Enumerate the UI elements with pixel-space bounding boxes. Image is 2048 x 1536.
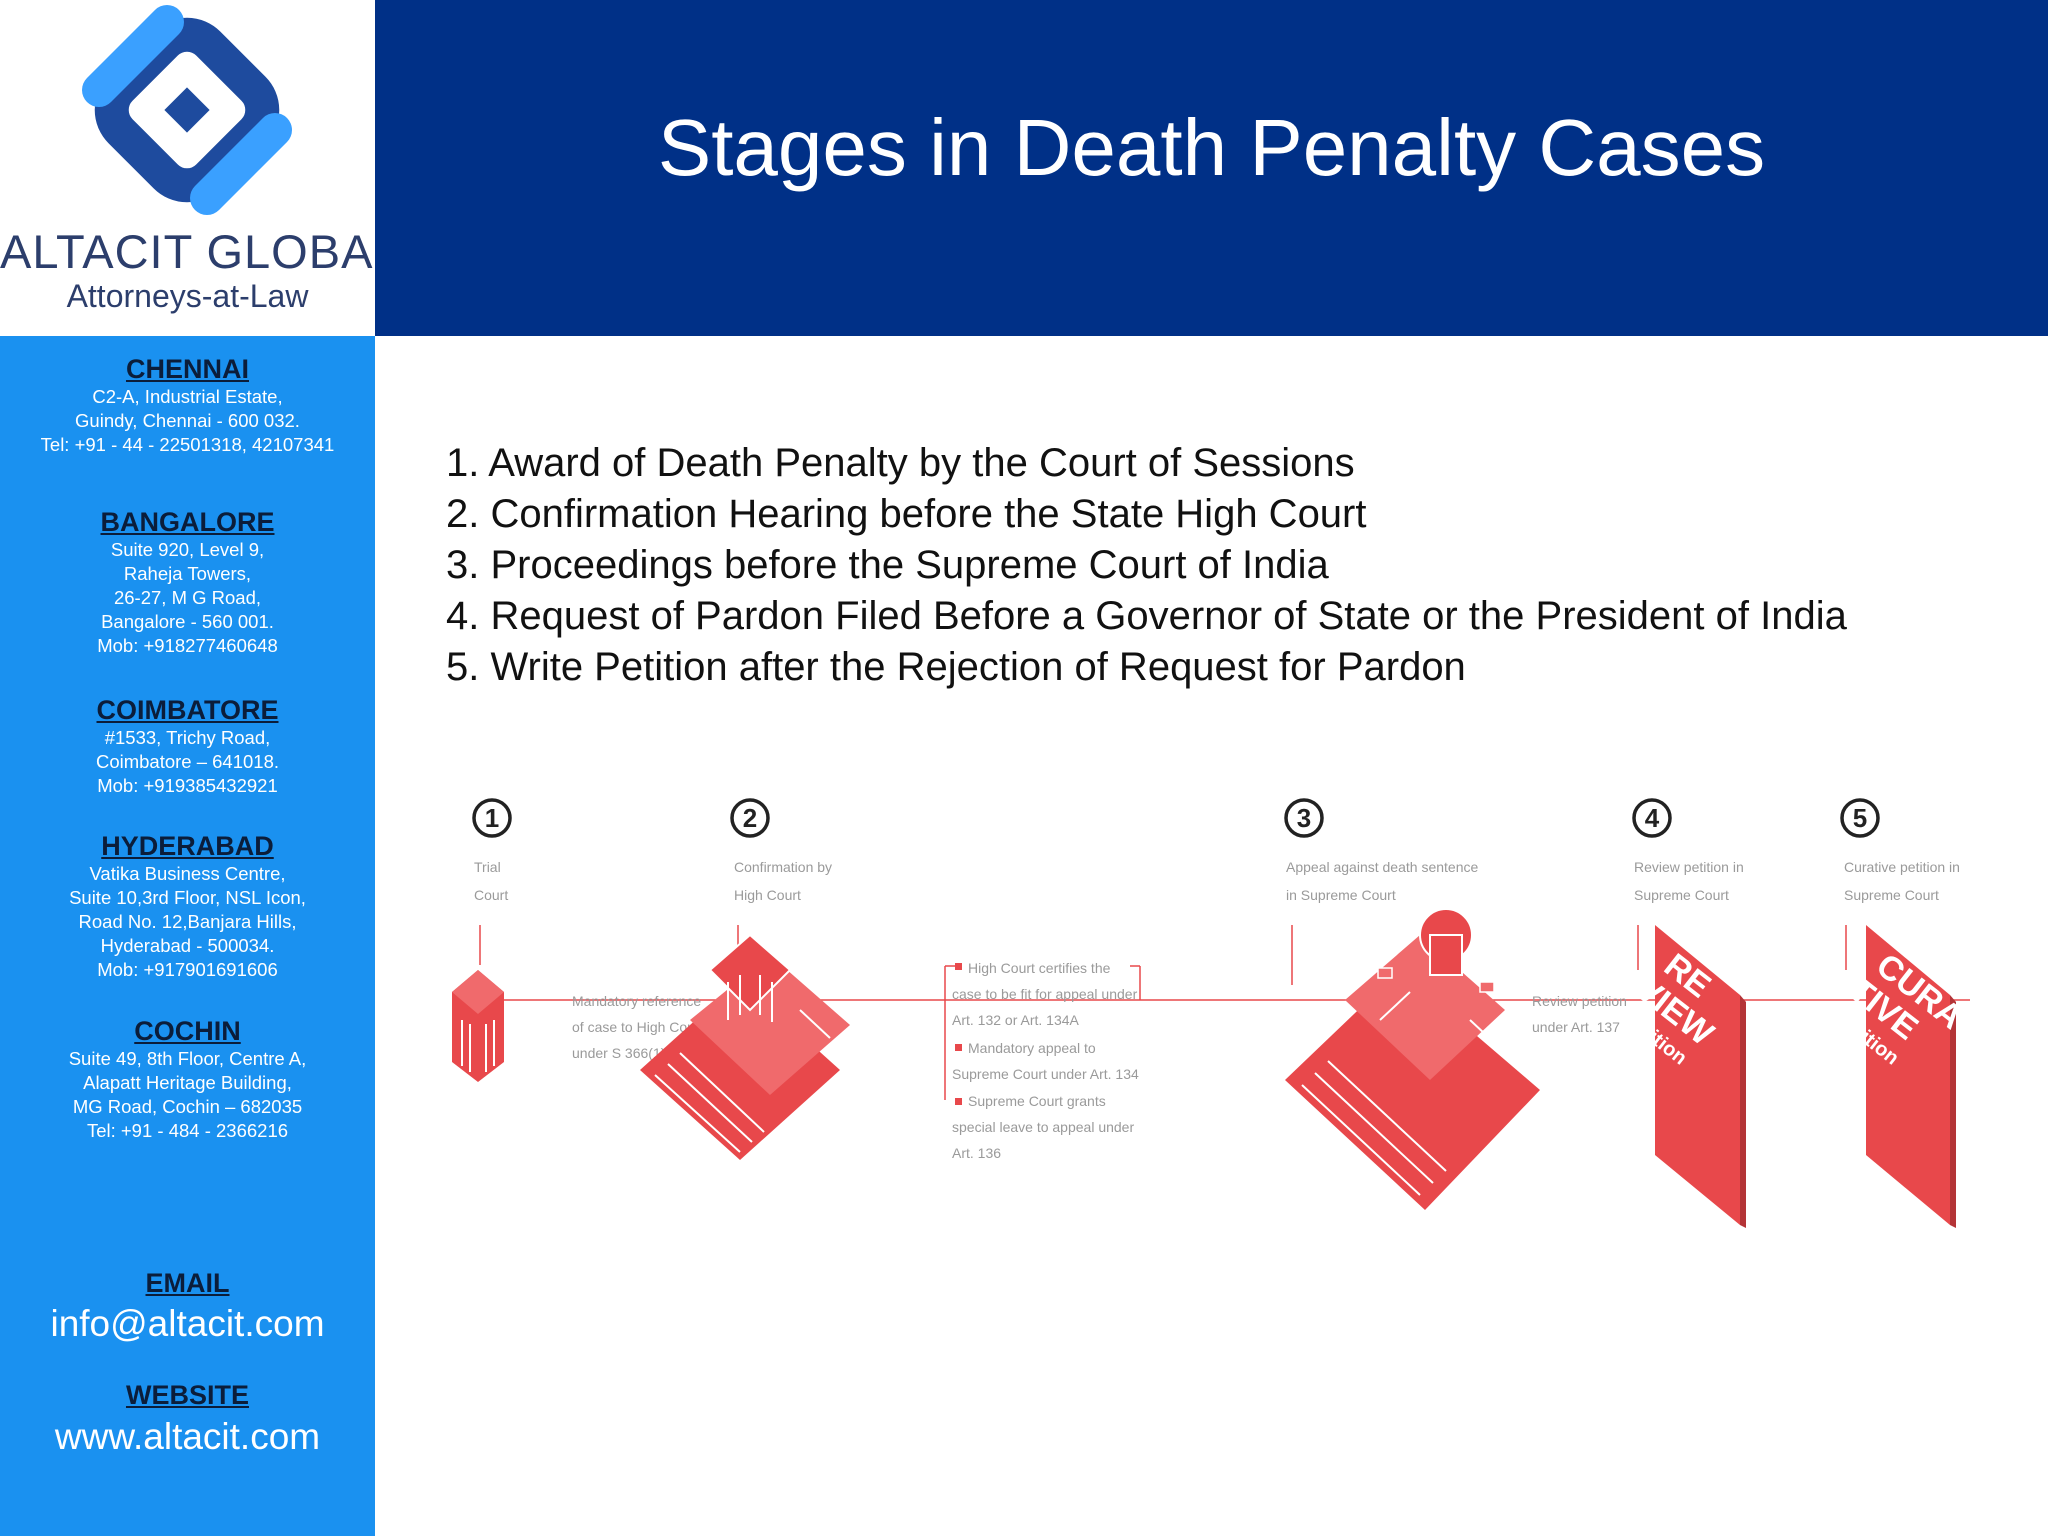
step-number: 5	[1853, 803, 1867, 833]
stages-diagram: 1 Trial Court 2 Confirmation by High Cou…	[452, 798, 1970, 1228]
header-banner: Stages in Death Penalty Cases	[375, 0, 2048, 336]
office-line: Suite 920, Level 9,	[110, 539, 265, 560]
office-name: BANGALORE	[100, 507, 275, 537]
office-line: Suite 10,3rd Floor, NSL Icon,	[69, 887, 306, 908]
note-text: Mandatory reference	[572, 993, 701, 1009]
office-name: COCHIN	[134, 1016, 241, 1046]
office-line: C2-A, Industrial Estate,	[92, 386, 283, 407]
step-marker-4: 4 Review petition in Supreme Court	[1632, 798, 1744, 970]
stage-item: 4. Request of Pardon Filed Before a Gove…	[446, 594, 1847, 638]
office-line: Mob: +917901691606	[97, 959, 278, 980]
office-line: Mob: +919385432921	[97, 775, 278, 796]
office-coimbatore: COIMBATORE #1533, Trichy Road, Coimbator…	[0, 694, 375, 798]
note-text: Art. 136	[952, 1145, 1001, 1161]
office-line: Vatika Business Centre,	[89, 863, 286, 884]
office-line: Hyderabad - 500034.	[100, 935, 275, 956]
step-label: Court	[474, 887, 508, 903]
brand-tagline: Attorneys-at-Law	[66, 278, 309, 314]
trial-court-building-icon	[452, 970, 504, 1082]
step-label: Confirmation by	[734, 859, 832, 875]
note-text: under Art. 137	[1532, 1019, 1620, 1035]
step-number: 3	[1297, 803, 1311, 833]
office-line: MG Road, Cochin – 682035	[72, 1096, 303, 1117]
note-text: case to be fit for appeal under	[952, 986, 1138, 1002]
step-number: 2	[743, 803, 757, 833]
step-marker-3: 3 Appeal against death sentence in Supre…	[1284, 798, 1478, 985]
step-label: High Court	[734, 887, 801, 903]
office-line: 26-27, M G Road,	[113, 587, 262, 608]
step-label: Appeal against death sentence	[1286, 859, 1478, 875]
stage-item: 2. Confirmation Hearing before the State…	[446, 492, 1367, 536]
step-label: Supreme Court	[1634, 887, 1729, 903]
website-link[interactable]: www.altacit.com	[54, 1416, 321, 1457]
office-bangalore: BANGALORE Suite 920, Level 9, Raheja Tow…	[0, 506, 375, 658]
office-hyderabad: HYDERABAD Vatika Business Centre, Suite …	[0, 830, 375, 982]
step-marker-1: 1 Trial Court	[472, 798, 512, 965]
email-label: EMAIL	[145, 1268, 230, 1298]
website-label: WEBSITE	[125, 1380, 249, 1410]
office-line: Suite 49, 8th Floor, Centre A,	[68, 1048, 307, 1069]
note-text: Art. 132 or Art. 134A	[952, 1012, 1080, 1028]
office-line: Raheja Towers,	[123, 563, 252, 584]
step-number: 1	[485, 803, 499, 833]
office-name: HYDERABAD	[101, 831, 274, 861]
note-text: High Court certifies the	[968, 960, 1111, 976]
office-line: Tel: +91 - 44 - 22501318, 42107341	[40, 434, 335, 455]
office-line: #1533, Trichy Road,	[104, 727, 271, 748]
logo-area: ALTACIT GLOBAL Attorneys-at-Law	[0, 0, 401, 336]
office-chennai: CHENNAI C2-A, Industrial Estate, Guindy,…	[0, 353, 375, 457]
note-text: special leave to appeal under	[952, 1119, 1134, 1135]
stage-item: 3. Proceedings before the Supreme Court …	[446, 543, 1329, 587]
high-court-building-icon	[640, 933, 850, 1160]
office-line: Mob: +918277460648	[97, 635, 278, 656]
step-label: Review petition in	[1634, 859, 1744, 875]
altacit-logo-icon	[82, 5, 292, 215]
step-label: Trial	[474, 859, 501, 875]
step-label: in Supreme Court	[1286, 887, 1396, 903]
note-text: Mandatory appeal to	[968, 1040, 1096, 1056]
step-label: Supreme Court	[1844, 887, 1939, 903]
note-text: Supreme Court under Art. 134	[952, 1066, 1139, 1082]
sidebar: ALTACIT GLOBAL Attorneys-at-Law CHENNAI …	[0, 0, 401, 1536]
review-petition-icon: RE VIEW Petition	[1620, 925, 1746, 1228]
office-line: Bangalore - 560 001.	[101, 611, 274, 632]
step-number: 4	[1645, 803, 1660, 833]
curative-petition-icon: CURA TIVE Petition	[1832, 925, 1970, 1228]
note-text: Supreme Court grants	[968, 1093, 1106, 1109]
office-cochin: COCHIN Suite 49, 8th Floor, Centre A, Al…	[0, 1015, 375, 1143]
page-title: Stages in Death Penalty Cases	[657, 103, 1766, 192]
office-name: COIMBATORE	[96, 695, 279, 725]
stage-item: 1. Award of Death Penalty by the Court o…	[446, 441, 1355, 485]
office-name: CHENNAI	[125, 354, 249, 384]
note-text: Review petition	[1532, 993, 1627, 1009]
office-line: Guindy, Chennai - 600 032.	[75, 410, 300, 431]
office-line: Road No. 12,Banjara Hills,	[78, 911, 297, 932]
step-marker-2: 2 Confirmation by High Court	[730, 798, 832, 970]
note-text: of case to High Court	[572, 1019, 704, 1035]
supreme-court-building-icon	[1285, 908, 1540, 1210]
office-line: Alapatt Heritage Building,	[83, 1072, 292, 1093]
email-link[interactable]: info@altacit.com	[50, 1303, 325, 1344]
stage-item: 5. Write Petition after the Rejection of…	[446, 645, 1466, 689]
step-label: Curative petition in	[1844, 859, 1960, 875]
step-marker-5: 5 Curative petition in Supreme Court	[1840, 798, 1960, 970]
stages-list: 1. Award of Death Penalty by the Court o…	[446, 438, 2006, 693]
office-line: Tel: +91 - 484 - 2366216	[86, 1120, 289, 1141]
office-line: Coimbatore – 641018.	[95, 751, 280, 772]
brand-name: ALTACIT GLOBAL	[0, 225, 401, 278]
